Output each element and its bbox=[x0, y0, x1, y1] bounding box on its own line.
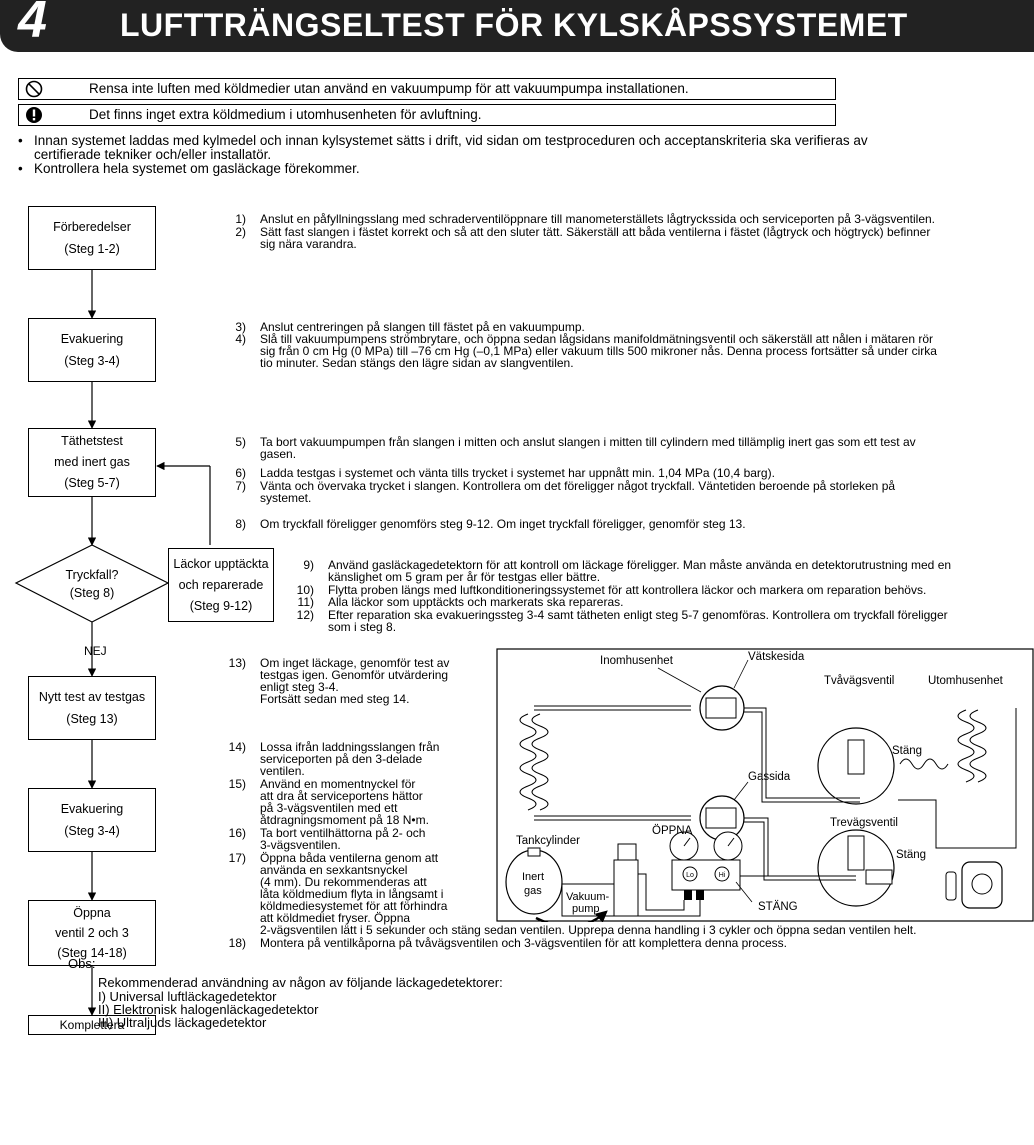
step-7: 7)Vänta och övervaka trycket i slangen. … bbox=[235, 479, 896, 493]
step-16-cont: 3-vägsventilen. bbox=[260, 838, 341, 852]
label-indoor-unit: Inomhusenhet bbox=[600, 655, 674, 667]
step-17-cont: 2-vägsventilen lätt i 5 sekunder och stä… bbox=[260, 923, 917, 937]
label-three-way-valve: Trevägsventil bbox=[830, 817, 898, 829]
section-header-bar bbox=[0, 0, 1034, 52]
refrigerant-system-diagram: Lo Hi Inomhusenhet Vätskesida Tvåvägsven… bbox=[496, 648, 1034, 922]
step-2: 2)Sätt fast slangen i fästet korrekt och… bbox=[235, 225, 931, 239]
step-15-cont: åtdragningsmoment på 18 N•m. bbox=[260, 813, 429, 827]
step-17-cont: (4 mm). Du rekommenderas att bbox=[260, 875, 427, 889]
section-number: 4 bbox=[18, 0, 47, 49]
step-4-cont: tio minuter. Sedan stängs den lägre sida… bbox=[260, 356, 574, 370]
step-16: 16)Ta bort ventilhättorna på 2- och bbox=[228, 826, 426, 840]
notes-intro: Rekommenderad användning av någon av föl… bbox=[98, 975, 503, 990]
step-17-cont: använda en sexkantsnyckel bbox=[260, 863, 408, 877]
label-pump: pump bbox=[572, 903, 600, 915]
step-9-cont: känslighet om 5 gram per år för testgas … bbox=[328, 570, 601, 584]
manifold-hi-label: Hi bbox=[719, 872, 726, 879]
step-15: 15)Använd en momentnyckel för bbox=[228, 777, 416, 791]
step-6: 6)Ladda testgas i systemet och vänta til… bbox=[235, 466, 775, 480]
label-gas: gas bbox=[524, 885, 542, 897]
step-3: 3)Anslut centreringen på slangen till fä… bbox=[235, 320, 585, 334]
warning-box-prohibition: Rensa inte luften med köldmedier utan an… bbox=[18, 78, 836, 100]
notes-item: III) Ultraljuds läckagedetektor bbox=[98, 1015, 267, 1030]
step-17-cont: att köldmediet fryser. Öppna bbox=[260, 911, 411, 925]
label-close-2: Stäng bbox=[896, 849, 926, 861]
flow-step-retest: Nytt test av testgas(Steg 13) bbox=[28, 676, 156, 740]
step-15-cont: att dra åt serviceportens hättor bbox=[260, 789, 423, 803]
notes-item: II) Elektronisk halogenläckagedetektor bbox=[98, 1002, 319, 1017]
step-11: 11)Alla läckor som upptäckts och markera… bbox=[297, 595, 624, 609]
warning-text: Det finns inget extra köldmedium i utomh… bbox=[89, 107, 482, 122]
label-gas-side: Gassida bbox=[748, 771, 791, 783]
step-10: 10)Flytta proben längs med luftkondition… bbox=[296, 583, 927, 597]
flow-step-preparation: Förberedelser(Steg 1-2) bbox=[28, 206, 156, 270]
step-14-cont: serviceporten på den 3-delade bbox=[260, 752, 423, 766]
step-12: 12)Efter reparation ska evakueringssteg … bbox=[296, 608, 948, 622]
step-2-cont: sig nära varandra. bbox=[260, 237, 357, 251]
step-14: 14)Lossa ifrån laddningsslangen från bbox=[228, 740, 440, 754]
label-two-way-valve: Tvåvägsventil bbox=[824, 675, 894, 687]
step-1: 1)Anslut en påfyllningsslang med schrade… bbox=[235, 212, 936, 226]
flow-step-evacuation-2: Evakuering(Steg 3-4) bbox=[28, 788, 156, 852]
step-4: 4)Slå till vakuumpumpens strömbrytare, o… bbox=[235, 332, 934, 346]
step-13-cont: Fortsätt sedan med steg 14. bbox=[260, 692, 410, 706]
warning-box-caution: Det finns inget extra köldmedium i utomh… bbox=[18, 104, 836, 126]
page-title: LUFTTRÄNGSELTEST FÖR KYLSKÅPSSYSTEMET bbox=[120, 7, 908, 43]
label-close-1: Stäng bbox=[892, 745, 922, 757]
step-18: 18)Montera på ventilkåporna på tvåvägsve… bbox=[228, 936, 787, 950]
step-5-cont: gasen. bbox=[260, 447, 297, 461]
flow-step-evacuation: Evakuering(Steg 3-4) bbox=[28, 318, 156, 382]
label-tank-cylinder: Tankcylinder bbox=[516, 835, 580, 847]
step-13-cont: testgas igen. Genomför utvärdering bbox=[260, 668, 449, 682]
flowchart-connectors bbox=[14, 270, 211, 1016]
flow-no-label: NEJ bbox=[84, 644, 107, 658]
step-14-cont: ventilen. bbox=[260, 764, 305, 778]
label-open: ÖPPNA bbox=[652, 825, 693, 837]
label-liquid-side: Vätskesida bbox=[748, 651, 805, 663]
manifold-lo-label: Lo bbox=[686, 872, 694, 879]
notes-item: I) Universal luftläckagedetektor bbox=[98, 989, 277, 1004]
step-17-cont: låta köldmedium flyta in långsamt i bbox=[260, 887, 444, 901]
step-7-cont: systemet. bbox=[260, 491, 312, 505]
warning-text: Rensa inte luften med köldmedier utan an… bbox=[89, 81, 689, 96]
label-inert: Inert bbox=[522, 871, 544, 883]
label-close-3: STÄNG bbox=[758, 901, 798, 913]
step-5: 5)Ta bort vakuumpumpen från slangen i mi… bbox=[235, 435, 916, 449]
step-9: 9)Använd gasläckagedetektorn för att kon… bbox=[303, 558, 952, 572]
prohibition-icon bbox=[25, 80, 43, 98]
step-13: 13)Om inget läckage, genomför test av bbox=[228, 656, 450, 670]
step-12-cont: som i steg 8. bbox=[328, 620, 397, 634]
flow-step-complete: Komplettera bbox=[28, 1015, 156, 1035]
flow-decision-pressure-drop: Tryckfall?(Steg 8) bbox=[65, 568, 119, 600]
step-15-cont: på 3-vägsventilen med ett bbox=[260, 801, 398, 815]
step-4-cont: sig från 0 cm Hg (0 MPa) till –76 cm Hg … bbox=[260, 344, 937, 358]
step-8: 8)Om tryckfall föreligger genomförs steg… bbox=[235, 517, 746, 531]
step-17: 17)Öppna båda ventilerna genom att bbox=[228, 851, 439, 865]
notes-heading: Obs: bbox=[68, 956, 96, 971]
label-vacuum: Vakuum- bbox=[566, 891, 610, 903]
label-outdoor-unit: Utomhusenhet bbox=[928, 675, 1004, 687]
step-17-cont: köldmediesystemet för att förhindra bbox=[260, 899, 448, 913]
exclamation-icon bbox=[26, 107, 42, 123]
step-13-cont: enligt steg 3-4. bbox=[260, 680, 339, 694]
